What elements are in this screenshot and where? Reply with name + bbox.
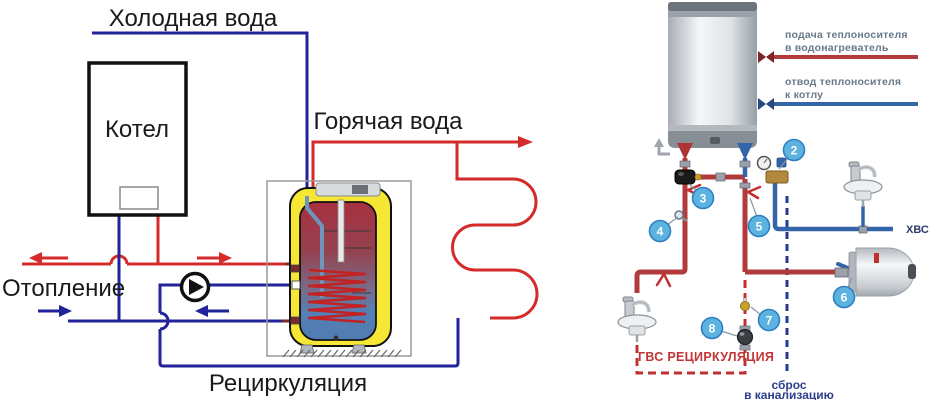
check-valve-icon [740, 298, 750, 311]
recirculation-return-pipe [158, 318, 460, 368]
recirculation-label: Рециркуляция [209, 370, 367, 397]
tank-flange [315, 182, 381, 197]
badge-4: 4 [648, 219, 672, 243]
safety-group-icon [756, 155, 893, 232]
cold-water-pipe [92, 31, 309, 200]
svg-text:4: 4 [657, 225, 664, 239]
svg-text:5: 5 [756, 220, 763, 234]
flow-arrows [29, 252, 232, 317]
right-diagram: подача теплоносителя в водонагреватель о… [616, 2, 929, 400]
svg-text:7: 7 [766, 314, 773, 328]
boiler-label: Котел [105, 116, 169, 143]
vent-pipe [657, 146, 670, 156]
return-label-line1: отвод теплоносителя [785, 76, 901, 88]
expansion-tank-icon [834, 247, 916, 297]
heating-label: Отопление [2, 275, 125, 302]
supply-label-line1: подача теплоносителя [785, 29, 908, 41]
heater-cylinder [654, 2, 757, 160]
recirc-port [291, 280, 301, 290]
cold-inlet-cone [737, 143, 753, 160]
vent-arrow-icon [654, 138, 664, 147]
badge-2: 2 [782, 138, 806, 162]
badge-3: 3 [691, 186, 715, 210]
svg-text:8: 8 [709, 322, 716, 336]
hot-water-arrow [518, 136, 533, 148]
drain-label-line1: сброс [771, 378, 806, 392]
tank-enclosure-box [266, 180, 412, 357]
svg-text:2: 2 [791, 144, 798, 158]
thermostatic-valve-icon [674, 169, 702, 185]
badge-5: 5 [747, 214, 771, 238]
drain-label-line2: в канализацию [744, 388, 834, 400]
recirculation-pump-pipe [158, 283, 293, 313]
supply-label-line2: в водонагреватель [785, 42, 889, 54]
supply-valve-icon [758, 51, 774, 63]
boiler-burner-window [119, 186, 159, 210]
inlet-riser-valve-icon [746, 185, 762, 200]
heating-coil [307, 268, 367, 324]
svg-text:6: 6 [841, 291, 848, 305]
radiator-serpentine [451, 142, 539, 320]
badge-6: 6 [832, 285, 856, 309]
return-valve-icon [758, 98, 774, 110]
flange-fitting [352, 185, 368, 194]
hot-water-label: Горячая вода [314, 108, 464, 135]
hot-outlet-cone [677, 143, 693, 160]
return-label-line2: к котлу [785, 89, 823, 101]
cold-supply-label: ХВС [906, 224, 929, 236]
faucet-branch-valve-icon [655, 272, 672, 288]
water-heater-tank [289, 182, 392, 354]
svg-text:3: 3 [700, 192, 707, 206]
faucet-icon-2 [842, 160, 884, 209]
faucet-icon [616, 295, 658, 344]
hot-riser-pipe [634, 158, 688, 293]
dip-tube [305, 196, 324, 298]
pump-icon [179, 271, 211, 303]
gvs-recirculation-label: ГВС РЕЦИРКУЛЯЦИЯ [638, 350, 774, 364]
badge-leaders [666, 156, 853, 337]
boiler-box: Котел [87, 61, 188, 217]
gvs-recirculation-loop [635, 278, 747, 375]
badge-8: 8 [700, 316, 724, 340]
recirc-pump-icon [736, 325, 754, 351]
badge-7: 7 [757, 308, 781, 332]
left-diagram: Котел [2, 5, 539, 397]
hot-water-pipe [311, 140, 521, 198]
ground-hatching [282, 349, 402, 358]
anode-rod [337, 199, 345, 263]
cold-water-label: Холодная вода [109, 5, 278, 32]
